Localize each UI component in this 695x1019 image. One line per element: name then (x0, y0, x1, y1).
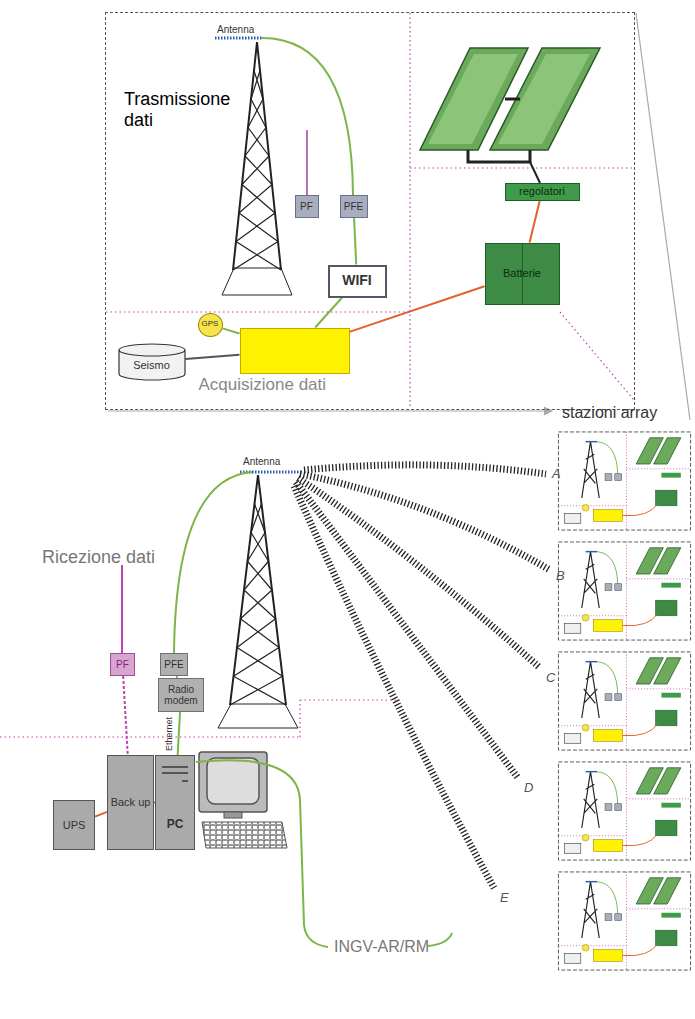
wifi-box: WIFI (328, 265, 387, 298)
link-label: INGV-AR/RM (334, 938, 429, 956)
box-label: Radio modem (159, 684, 203, 706)
wire (186, 355, 240, 359)
ups-box: UPS (53, 800, 95, 850)
backup-box: Back up (107, 755, 154, 850)
seismometer: Seismo (118, 343, 186, 381)
station-frame: Trasmissione datiPF PFE WIFI regolatoriBatt… (105, 12, 635, 410)
channel-letter: B (556, 569, 565, 583)
antenna-label: Antenna (217, 24, 254, 35)
wire (178, 712, 180, 755)
station-thumbnail (558, 432, 690, 530)
section-title: Acquisizione dati (199, 376, 327, 395)
wire (315, 298, 342, 328)
channel-letter: C (546, 671, 555, 685)
surge-protector: PFE (340, 195, 368, 218)
section-title: Trasmissione dati (124, 89, 234, 130)
battery-box: Batterie (485, 243, 560, 305)
station-thumbnail (558, 542, 690, 640)
wire (223, 328, 240, 333)
box-label: PFE (164, 659, 183, 670)
box-label: Back up (111, 796, 151, 808)
surge-protector: PF (295, 195, 319, 218)
station-thumbnail (558, 762, 690, 860)
pc-box: PC (155, 755, 195, 850)
box-label: PFE (344, 201, 363, 212)
acquisition-box: Acquisizione dati (240, 328, 350, 374)
box-label: PC (167, 818, 184, 831)
box-label: UPS (63, 819, 86, 831)
regulator-box: regolatori (505, 183, 580, 201)
station-thumbnail (558, 652, 690, 750)
wire-label: Ethernet (165, 716, 175, 750)
antenna-label: Antenna (243, 456, 280, 467)
channel-letter: D (524, 781, 533, 795)
surge-protector: PFE (160, 653, 188, 676)
section-title: Ricezione dati (42, 548, 155, 568)
wire (530, 201, 540, 243)
box-label: WIFI (342, 273, 372, 288)
radio-modem: Radio modem (158, 678, 204, 712)
station-thumbnail (558, 872, 690, 970)
wire (95, 812, 107, 817)
box-label: Seismo (133, 359, 170, 371)
gps-circle: GPS (198, 313, 223, 337)
surge-protector: PF (110, 653, 135, 676)
channel-letter: E (500, 891, 509, 905)
channel-letter: A (552, 467, 561, 481)
box-label: Batterie (503, 267, 541, 279)
wire (123, 676, 128, 755)
box-label: regolatori (519, 185, 565, 197)
box-label: PF (116, 659, 129, 670)
box-label: GPS (202, 320, 219, 329)
wire (354, 218, 356, 265)
section-title: stazioni array (562, 404, 657, 422)
box-label: PF (300, 201, 313, 212)
